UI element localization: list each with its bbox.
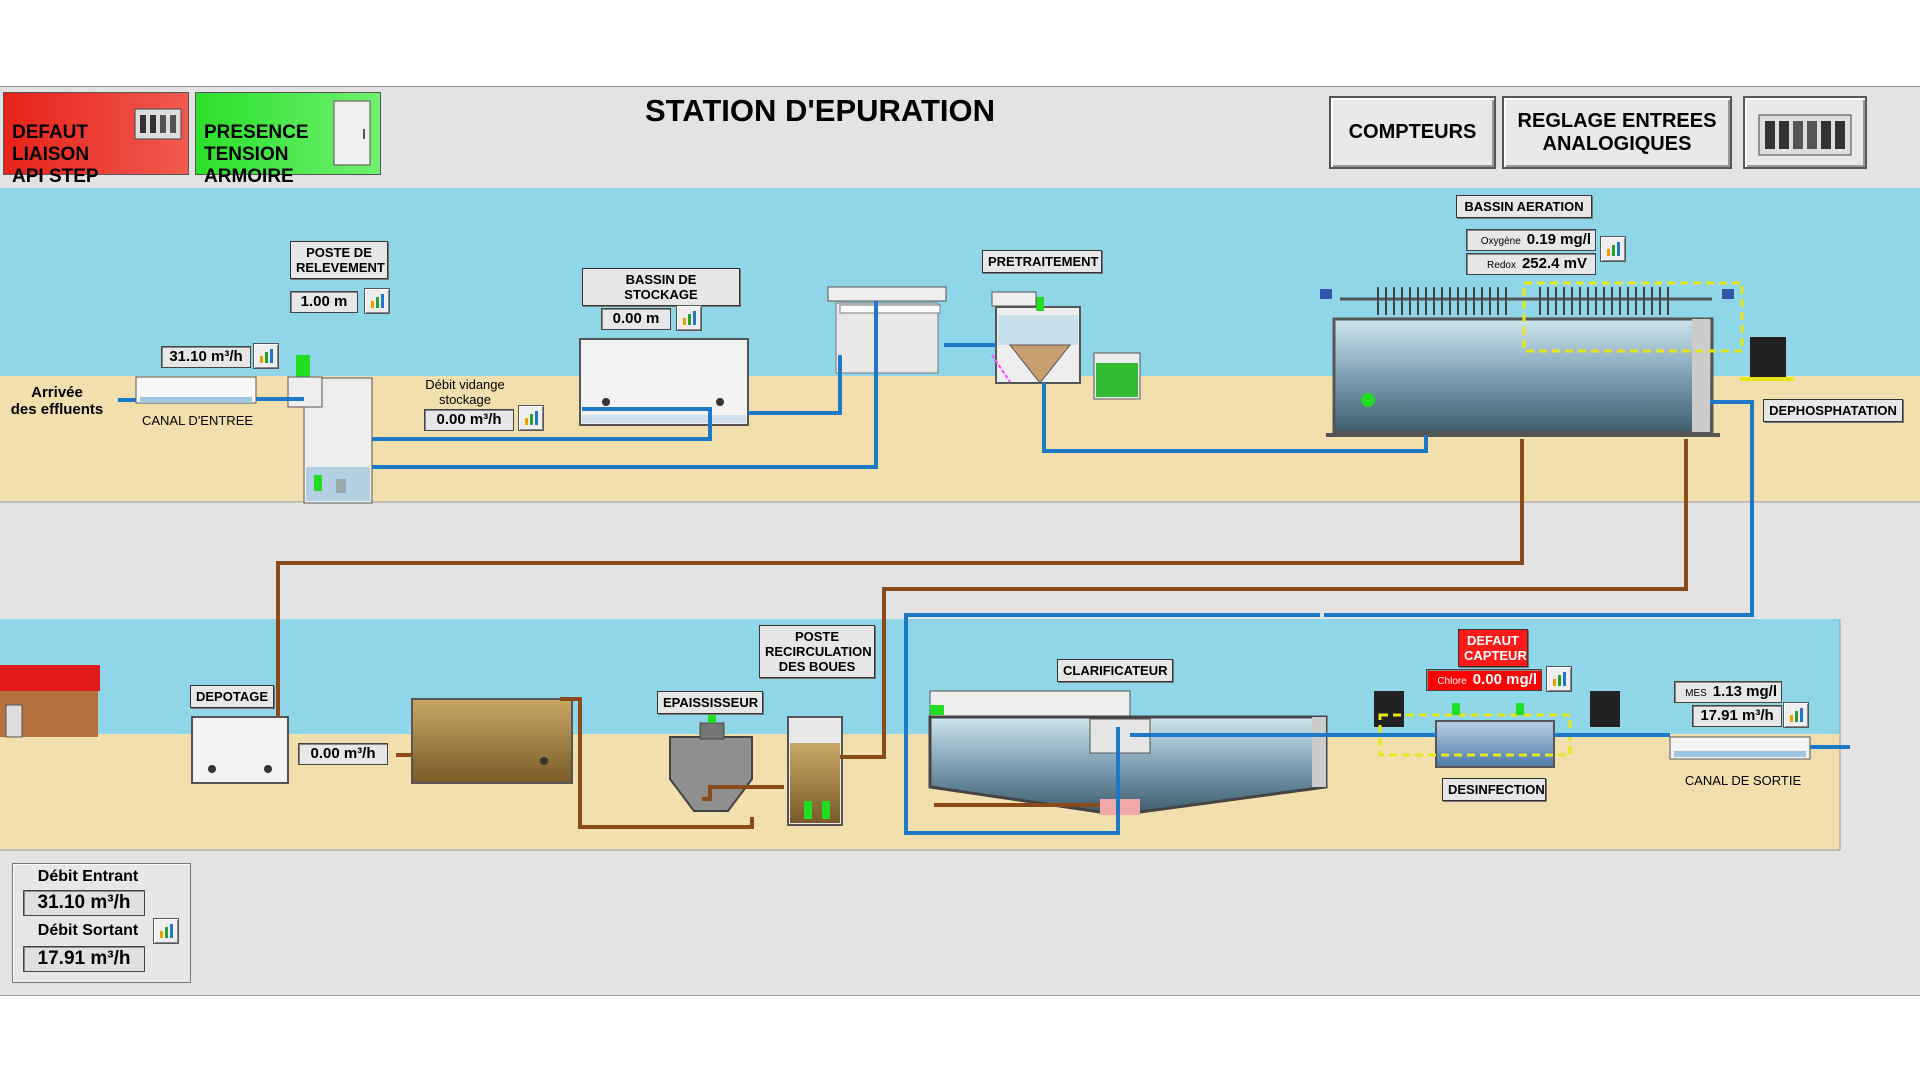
outflow-label: Débit Sortant — [37, 922, 139, 939]
counters-button[interactable]: COMPTEURS — [1329, 96, 1496, 169]
trend-icon — [683, 311, 696, 325]
analog-settings-button[interactable]: REGLAGE ENTREES ANALOGIQUES — [1502, 96, 1732, 169]
alarm-cabinet-power-text: PRESENCE TENSION ARMOIRE — [204, 122, 309, 187]
trend-icon — [371, 294, 384, 308]
dephosphatation-label: DEPHOSPHATATION — [1763, 399, 1903, 422]
outflow-value: 17.91 m³/h — [23, 946, 145, 972]
chlorine-value-box: Chlore 0.00 mg/l — [1426, 669, 1542, 691]
storage-trend-button[interactable] — [676, 305, 702, 331]
sludge-recirculation-label: POSTE RECIRCULATION DES BOUES — [759, 625, 875, 678]
outlet-trend-button[interactable] — [1783, 702, 1809, 728]
storage-drain-flow-value: 0.00 m³/h — [424, 409, 514, 431]
oxygen-value-box: Oxygène 0.19 mg/l — [1466, 229, 1596, 251]
storage-level-value: 0.00 m — [601, 308, 671, 330]
lift-station-level-value: 1.00 m — [290, 291, 358, 313]
sensor-fault-badge: DEFAUT CAPTEUR — [1458, 629, 1528, 667]
alarm-cabinet-power[interactable]: PRESENCE TENSION ARMOIRE — [195, 92, 381, 187]
lift-station-label: POSTE DE RELEVEMENT — [290, 241, 388, 279]
storage-basin-label: BASSIN DE STOCKAGE — [582, 268, 740, 306]
trend-icon — [160, 924, 173, 938]
oxygen-value: 0.19 mg/l — [1526, 231, 1591, 248]
storage-drain-trend-button[interactable] — [518, 405, 544, 431]
cabinet-icon — [333, 100, 371, 166]
inflow-value: 31.10 m³/h — [23, 890, 145, 916]
inlet-canal-label: CANAL D'ENTREE — [141, 413, 254, 428]
oxygen-label: Oxygène — [1480, 236, 1521, 247]
plc-rack-icon — [1758, 114, 1852, 155]
inlet-flow-value: 31.10 m³/h — [161, 346, 251, 368]
trend-icon — [1607, 242, 1620, 256]
inflow-label: Débit Entrant — [37, 868, 139, 885]
inlet-trend-button[interactable] — [253, 343, 279, 369]
chlorine-value: 0.00 mg/l — [1472, 671, 1537, 688]
aeration-basin-label: BASSIN AERATION — [1456, 195, 1592, 218]
mes-label: MES — [1685, 688, 1707, 699]
plc-icon — [134, 108, 182, 140]
effluent-arrival-label: Arrivée des effluents — [10, 384, 104, 418]
lift-station-trend-button[interactable] — [364, 288, 390, 314]
redox-label: Redox — [1487, 260, 1516, 271]
pretreatment-label: PRETRAITEMENT — [982, 250, 1102, 273]
trend-icon — [525, 411, 538, 425]
page-title: STATION D'EPURATION — [644, 93, 996, 128]
redox-value: 252.4 mV — [1521, 255, 1587, 272]
depotage-label: DEPOTAGE — [190, 685, 274, 708]
mes-value: 1.13 mg/l — [1712, 683, 1777, 700]
chlorine-trend-button[interactable] — [1546, 666, 1572, 692]
depotage-flow-value: 0.00 m³/h — [298, 743, 388, 765]
storage-drain-label: Débit vidange stockage — [425, 377, 505, 407]
chlorine-label: Chlore — [1437, 676, 1467, 687]
plc-status-button[interactable] — [1743, 96, 1867, 169]
aeration-trend-button[interactable] — [1600, 236, 1626, 262]
alarm-api-link-text: DEFAUT LIAISON API STEP — [12, 122, 99, 187]
process-synoptic — [0, 188, 1920, 851]
outlet-canal-label: CANAL DE SORTIE — [1684, 773, 1802, 788]
outlet-flow-value: 17.91 m³/h — [1692, 705, 1782, 727]
hmi-screen: DEFAUT LIAISON API STEP PRESENCE TENSION… — [0, 86, 1920, 996]
thickener-label: EPAISSISSEUR — [657, 691, 763, 714]
mes-value-box: MES 1.13 mg/l — [1674, 681, 1782, 703]
trend-icon — [260, 349, 273, 363]
redox-value-box: Redox 252.4 mV — [1466, 253, 1596, 275]
alarm-api-link[interactable]: DEFAUT LIAISON API STEP — [3, 92, 189, 187]
clarifier-label: CLARIFICATEUR — [1057, 659, 1173, 682]
disinfection-label: DESINFECTION — [1442, 778, 1546, 801]
summary-trend-button[interactable] — [153, 918, 179, 944]
trend-icon — [1553, 672, 1566, 686]
trend-icon — [1790, 708, 1803, 722]
flow-summary-panel: Débit Entrant 31.10 m³/h Débit Sortant 1… — [12, 863, 191, 983]
